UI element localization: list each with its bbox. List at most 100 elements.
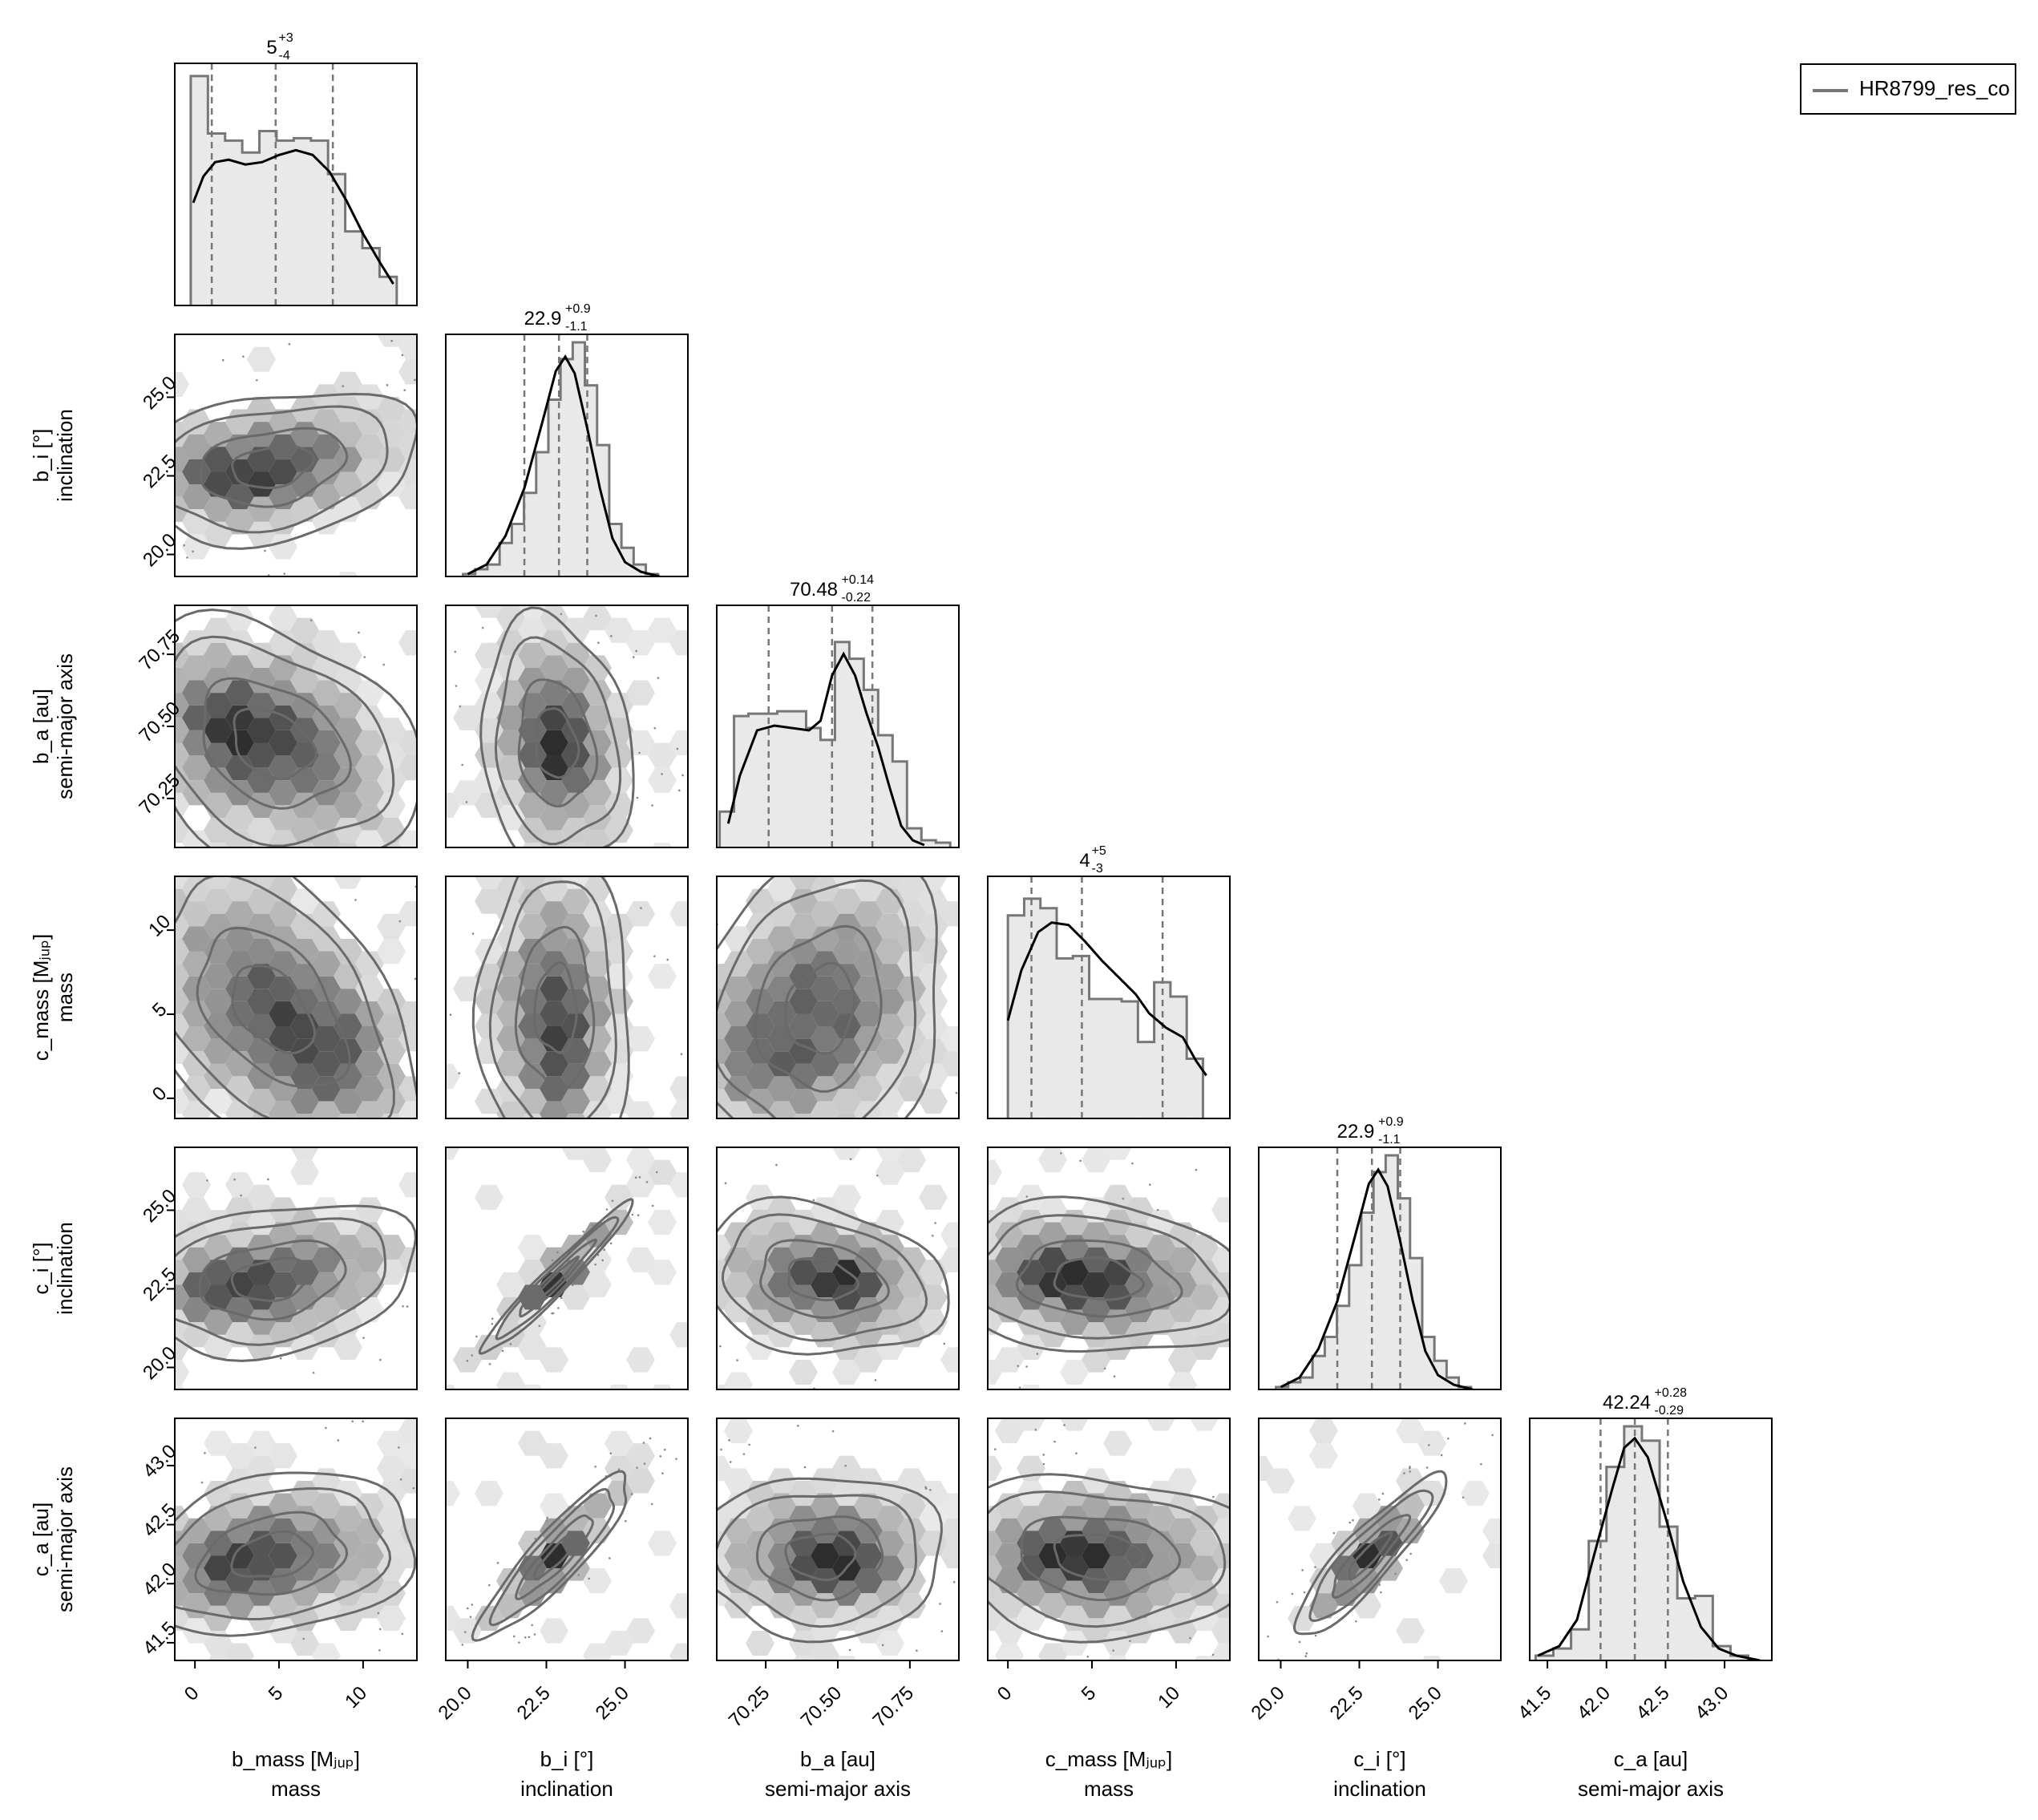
scatter-dot [449, 1013, 452, 1016]
hexbin-cell [1168, 1247, 1197, 1272]
hist-bar [936, 843, 951, 847]
scatter-dot [1349, 1521, 1351, 1524]
hexbin-cell [832, 1147, 861, 1160]
contour-line [533, 961, 578, 1054]
scatter-dot [571, 1284, 574, 1287]
contour-line [1015, 1239, 1183, 1318]
hexbin-cell [312, 384, 341, 410]
hexbin-cell [334, 1089, 362, 1114]
hist-bar [791, 711, 807, 847]
scatter-dot [678, 1069, 681, 1071]
y-axis-sublabel-c_mass: mass [53, 973, 77, 1022]
scatter-dot [119, 839, 121, 841]
scatter-dot [582, 1230, 584, 1233]
hexbin-cell [962, 1581, 991, 1606]
hexbin-cell [626, 901, 655, 927]
hexbin-cell [897, 1247, 926, 1272]
kde-line [1280, 1167, 1474, 1389]
scatter-dot [1464, 1422, 1466, 1425]
x-axis-sublabel-b_a: semi-major axis [765, 1777, 911, 1801]
hexbin-cell [746, 1184, 774, 1210]
hist-bar [1312, 1356, 1325, 1389]
scatter-dot [577, 1574, 580, 1576]
scatter-dot [118, 544, 120, 546]
hist-bar [1677, 1598, 1696, 1660]
hexbin-cell [269, 580, 297, 605]
hexbin-cell [626, 630, 655, 656]
hexbin-cell [334, 1506, 362, 1531]
scatter-dot [669, 1518, 672, 1520]
scatter-dot [560, 1296, 563, 1300]
scatter-dot [708, 1308, 710, 1311]
hexbin-cell [811, 1076, 839, 1102]
contour-line [479, 606, 635, 847]
hexbin-cell [717, 1235, 731, 1260]
x-axis-label-c_a: c_a [au] [1614, 1747, 1688, 1771]
hexbin-cell [269, 1322, 297, 1348]
hexbin-cell [334, 496, 362, 522]
hist-bar [777, 711, 792, 847]
y-axis-sublabel-b_i: inclination [53, 409, 77, 502]
scatter-dot [1409, 1552, 1412, 1555]
hexbin-cell [1060, 1418, 1089, 1431]
scatter-dot [92, 656, 95, 658]
hexbin-cell [312, 976, 341, 1001]
hexbin-cell [832, 1209, 861, 1236]
x-tick-label-c_a: 41.5 [1514, 1682, 1555, 1724]
scatter-dot [940, 1630, 944, 1632]
scatter-dot [520, 1183, 523, 1186]
y-tick-label-c_mass: 0 [148, 1082, 172, 1106]
hexbin-cell [605, 913, 633, 939]
scatter-dot [485, 1151, 487, 1154]
hexbin-cell [540, 1051, 568, 1077]
hexbin-cell [717, 964, 731, 989]
hexbin-cell [854, 1347, 883, 1373]
scatter-dot [107, 578, 110, 580]
contour-line [1053, 1256, 1145, 1301]
hexbin-cell [204, 718, 233, 743]
contour-line [175, 1204, 417, 1362]
contour-line [533, 1533, 578, 1580]
scatter-dot [1148, 1183, 1151, 1186]
x-tick-label-b_a: 70.25 [725, 1682, 774, 1732]
scatter-dot [467, 1607, 469, 1610]
scatter-dot [552, 1312, 555, 1315]
hexbin-cell [398, 730, 417, 756]
scatter-dot [483, 491, 486, 493]
hexbin-cell [995, 1543, 1024, 1569]
scatter-dot [684, 1234, 686, 1236]
scatter-dot [467, 1598, 469, 1600]
hexbin-cell [789, 1580, 818, 1606]
scatter-dot [470, 1182, 472, 1184]
hexbin-cell [247, 964, 276, 989]
hexbin-cell [605, 1430, 633, 1456]
scatter-dot [496, 1213, 499, 1215]
scatter-dot [95, 487, 98, 490]
legend-label: HR8799_res_co [1859, 76, 2010, 100]
hexbin-cell [1060, 1260, 1089, 1285]
hexbin-cell [247, 913, 276, 939]
scatter-dot [1281, 1531, 1284, 1533]
hexbin-cell [854, 1468, 883, 1494]
hexbin-cell [496, 851, 525, 876]
hexbin-cell [290, 1159, 319, 1185]
hexbin-cell [746, 1631, 774, 1656]
hexbin-cell [453, 580, 482, 605]
hexbin-cell [225, 851, 254, 876]
hexbin-cell [811, 1026, 839, 1052]
hexbin-cell [475, 1480, 503, 1507]
scatter-dot [254, 1446, 257, 1449]
x-tick-label-c_i: 22.5 [1326, 1682, 1368, 1724]
hist-bar [1434, 1361, 1447, 1389]
scatter-dot [666, 958, 669, 961]
scatter-dot [496, 1562, 499, 1564]
hexbin-cell [1103, 1284, 1132, 1310]
scatter-dot [658, 1115, 661, 1118]
contour-line [534, 1256, 580, 1301]
hexbin-cell [398, 1001, 417, 1027]
scatter-dot [875, 1174, 879, 1177]
hexbin-cell [717, 1531, 731, 1556]
panel-title-minus: -1.1 [1378, 1133, 1401, 1147]
hexbin-cell [175, 1506, 189, 1531]
scatter-dot [538, 1325, 541, 1328]
